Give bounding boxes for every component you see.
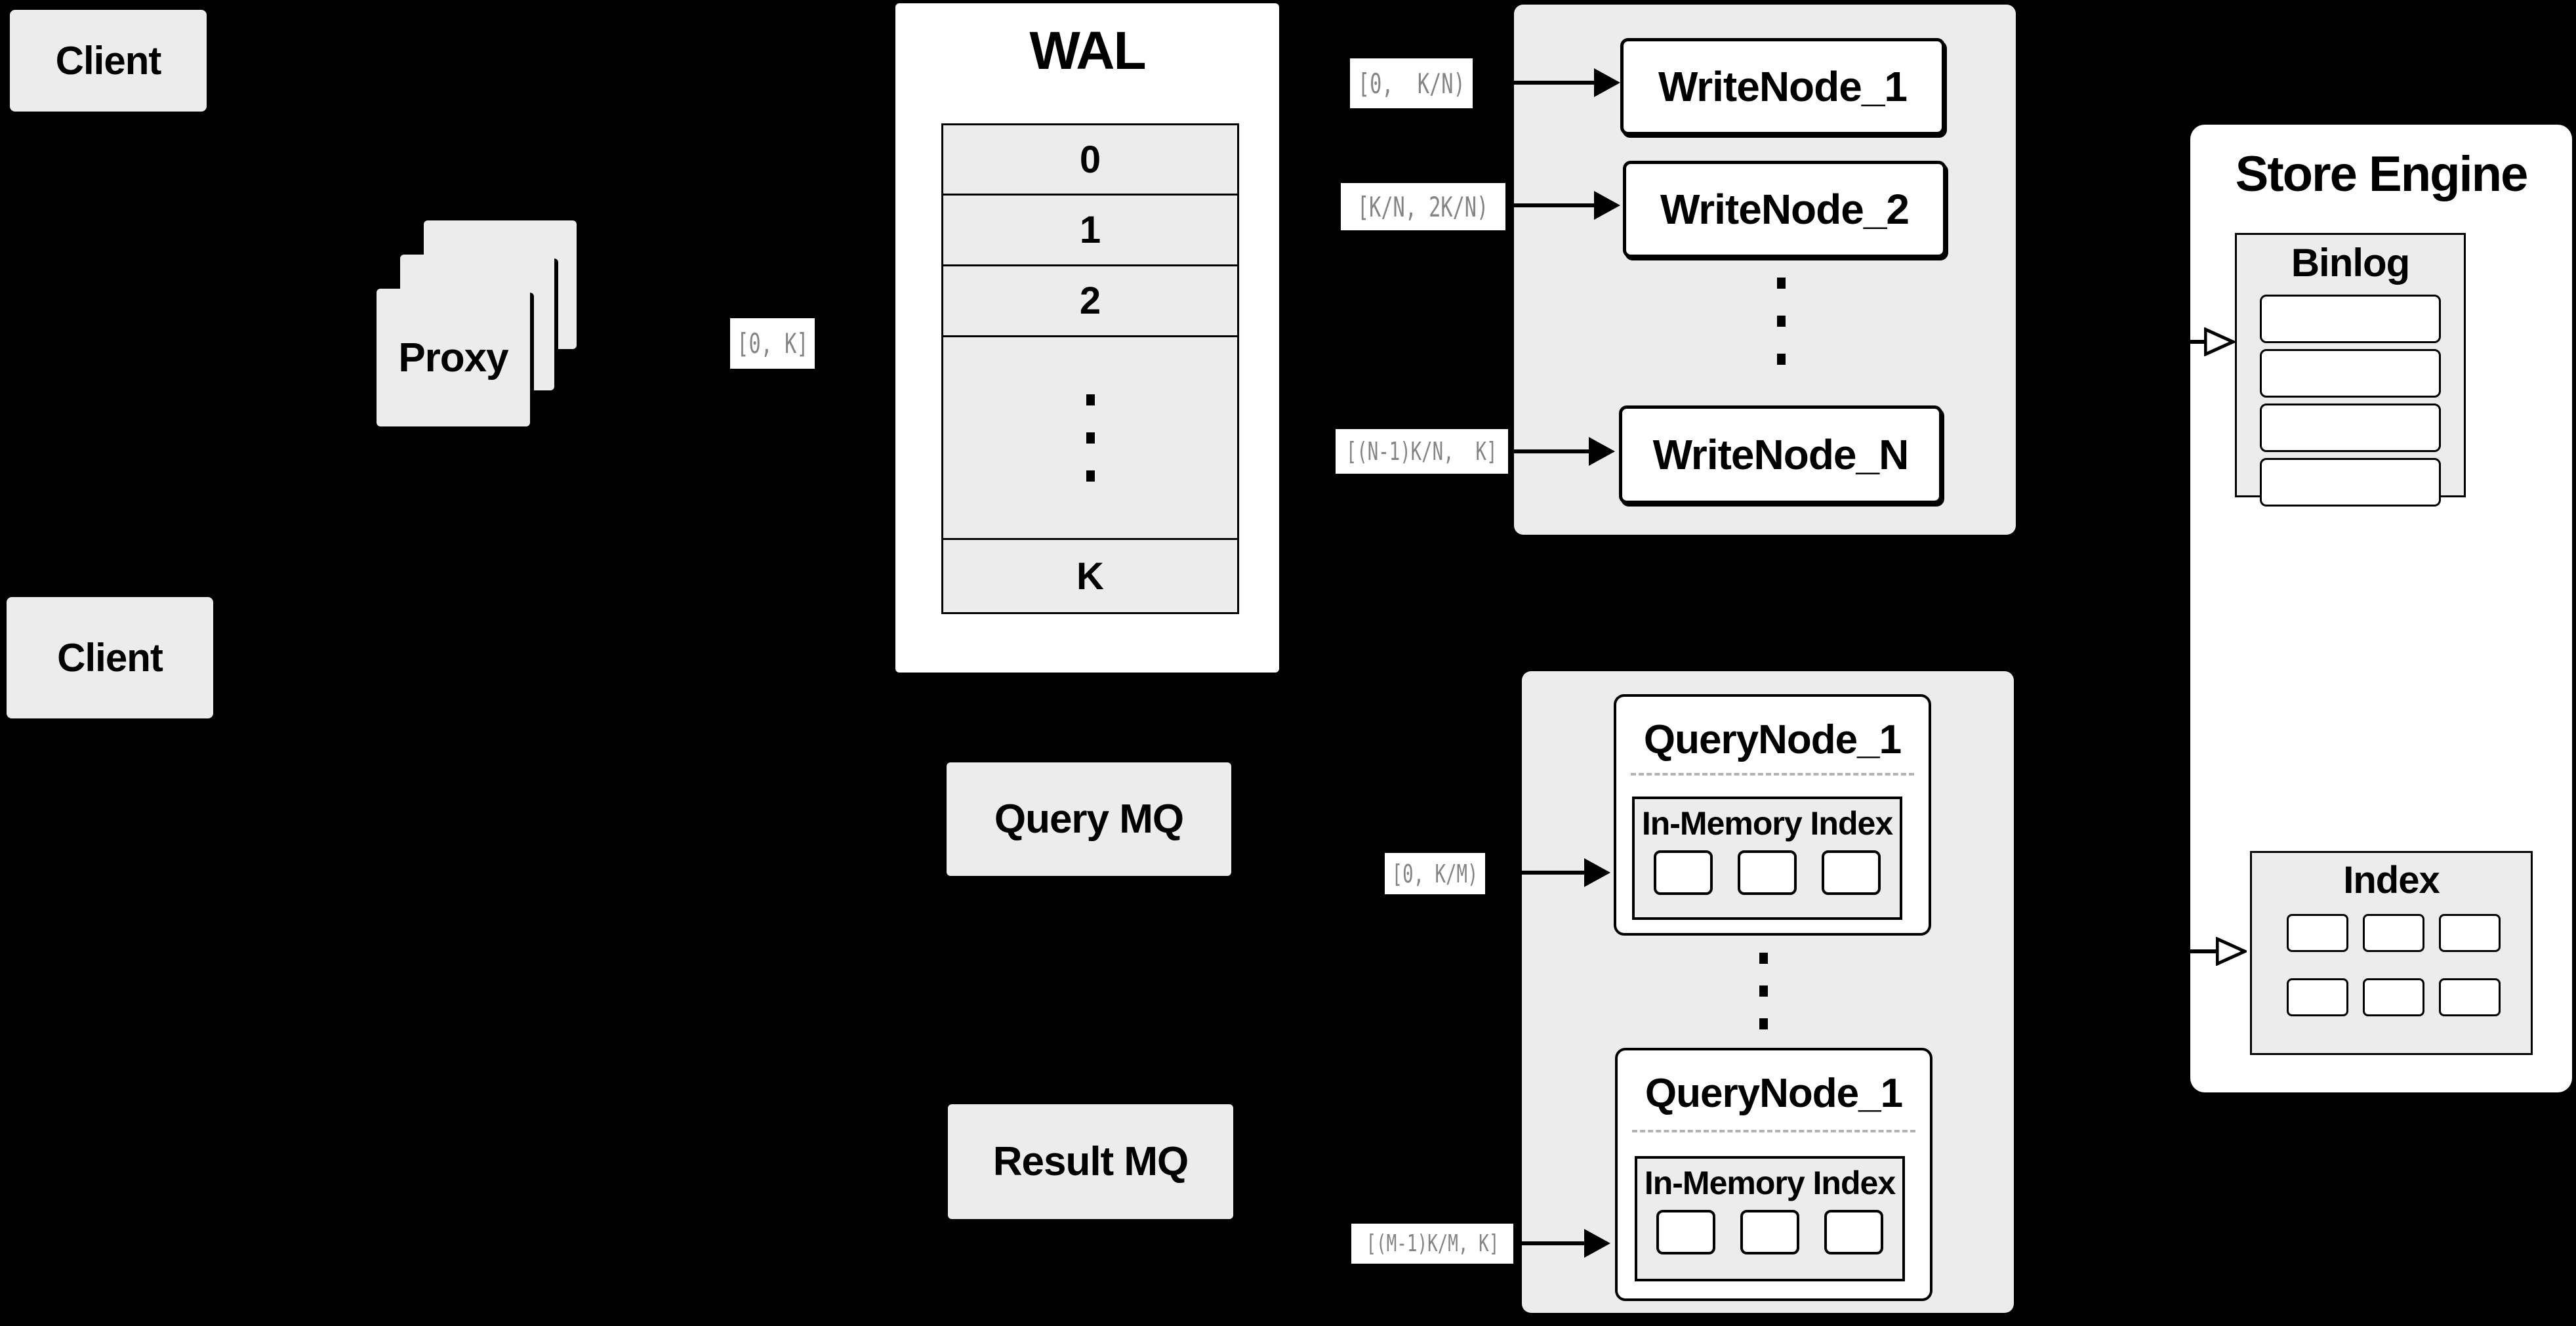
index-cell (2438, 914, 2501, 952)
proxy-label: Proxy (398, 335, 508, 381)
result-mq-box: Result MQ (948, 1104, 1233, 1219)
in-memory-index-box-top: In-Memory Index (1632, 797, 1902, 920)
range-label-text: [(N-1)K/N, K] (1346, 437, 1498, 466)
binlog-box: Binlog (2235, 233, 2466, 507)
range-label-text: [0, K/N) (1357, 67, 1465, 100)
arrow-icon-to-write-node-1 (1477, 68, 1620, 97)
range-label-write-1: [0, K/N) (1350, 58, 1473, 108)
binlog-row (2260, 295, 2441, 343)
index-cell (2286, 978, 2348, 1016)
vertical-ellipsis-icon (1759, 953, 1768, 1029)
memory-segment (1654, 850, 1713, 895)
memory-segments (1637, 1210, 1902, 1254)
memory-segment (1824, 1210, 1883, 1254)
open-arrow-icon-to-index (2160, 937, 2247, 966)
wal-row-0: 0 (943, 125, 1237, 196)
index-box: Index (2250, 851, 2533, 1055)
range-label-write-2: [K/N, 2K/N) (1341, 183, 1505, 230)
index-cell (2362, 978, 2424, 1016)
vertical-ellipsis-icon (1777, 278, 1786, 365)
index-title: Index (2343, 859, 2440, 901)
vertical-ellipsis-icon (1086, 394, 1095, 482)
memory-segment (1738, 850, 1797, 895)
range-label-text: [0, K/M) (1391, 859, 1479, 888)
wal-row-ellipsis (943, 337, 1237, 540)
range-label-text: [K/N, 2K/N) (1357, 190, 1489, 223)
in-memory-index-label-bottom: In-Memory Index (1644, 1165, 1896, 1201)
arrow-icon-to-query-node-bottom (1515, 1229, 1610, 1258)
store-engine-title: Store Engine (2235, 146, 2529, 202)
range-label-query-m: [(M-1)K/M, K] (1351, 1224, 1513, 1264)
open-arrow-icon-to-binlog (2160, 327, 2235, 356)
client-box-top: Client (10, 10, 207, 112)
wal-panel: WAL 0 1 2 K (895, 3, 1279, 673)
in-memory-index-label-top: In-Memory Index (1641, 805, 1893, 842)
query-node-bottom-title: QueryNode_1 (1645, 1071, 1903, 1116)
write-node-n-label: WriteNode_N (1652, 431, 1910, 478)
memory-segment (1656, 1210, 1715, 1254)
write-node-n-box: WriteNode_N (1619, 405, 1942, 504)
range-label-text: [(M-1)K/M, K] (1366, 1230, 1499, 1257)
index-cells (2252, 914, 2531, 1016)
arrow-icon-to-write-node-2 (1507, 191, 1620, 220)
binlog-row (2260, 349, 2441, 398)
wal-row-k: K (943, 540, 1237, 612)
query-mq-label: Query MQ (994, 797, 1184, 842)
memory-segment (1822, 850, 1881, 895)
query-node-top-title: QueryNode_1 (1643, 717, 1902, 762)
client-bottom-label: Client (57, 636, 163, 680)
result-mq-label: Result MQ (992, 1139, 1189, 1184)
query-node-top-box: QueryNode_1 In-Memory Index (1614, 694, 1931, 936)
dashed-divider (1631, 773, 1914, 776)
arrow-icon-to-query-node-top (1486, 858, 1610, 887)
query-mq-box: Query MQ (947, 762, 1231, 876)
write-node-1-label: WriteNode_1 (1658, 63, 1908, 110)
wal-row-1: 1 (943, 196, 1237, 266)
binlog-title: Binlog (2291, 241, 2411, 285)
index-cell (2362, 914, 2424, 952)
binlog-rows (2237, 295, 2464, 507)
in-memory-index-box-bottom: In-Memory Index (1635, 1156, 1905, 1281)
client-top-label: Client (55, 39, 162, 83)
index-cell (2286, 914, 2348, 952)
range-label-write-n: [(N-1)K/N, K] (1336, 429, 1508, 474)
memory-segments (1635, 850, 1900, 895)
wal-row-2: 2 (943, 266, 1237, 337)
binlog-row (2260, 404, 2441, 452)
arrow-icon-to-write-node-n (1509, 437, 1615, 466)
range-label-query-1: [0, K/M) (1385, 853, 1485, 894)
index-cell (2438, 978, 2501, 1016)
range-label-proxy-wal: [0, K] (730, 318, 815, 369)
client-box-bottom: Client (7, 597, 213, 718)
dashed-divider (1632, 1130, 1915, 1132)
store-engine-panel: Store Engine Binlog Index (2190, 125, 2572, 1092)
wal-segment-table: 0 1 2 K (941, 123, 1239, 614)
write-node-2-label: WriteNode_2 (1660, 186, 1910, 233)
write-node-1-box: WriteNode_1 (1620, 38, 1945, 135)
memory-segment (1740, 1210, 1799, 1254)
range-label-text: [0, K] (736, 327, 809, 360)
write-node-2-box: WriteNode_2 (1623, 161, 1946, 258)
wal-title: WAL (1029, 21, 1146, 81)
binlog-row (2260, 458, 2441, 507)
query-node-bottom-box: QueryNode_1 In-Memory Index (1615, 1048, 1932, 1301)
proxy-box-front: Proxy (377, 289, 530, 426)
